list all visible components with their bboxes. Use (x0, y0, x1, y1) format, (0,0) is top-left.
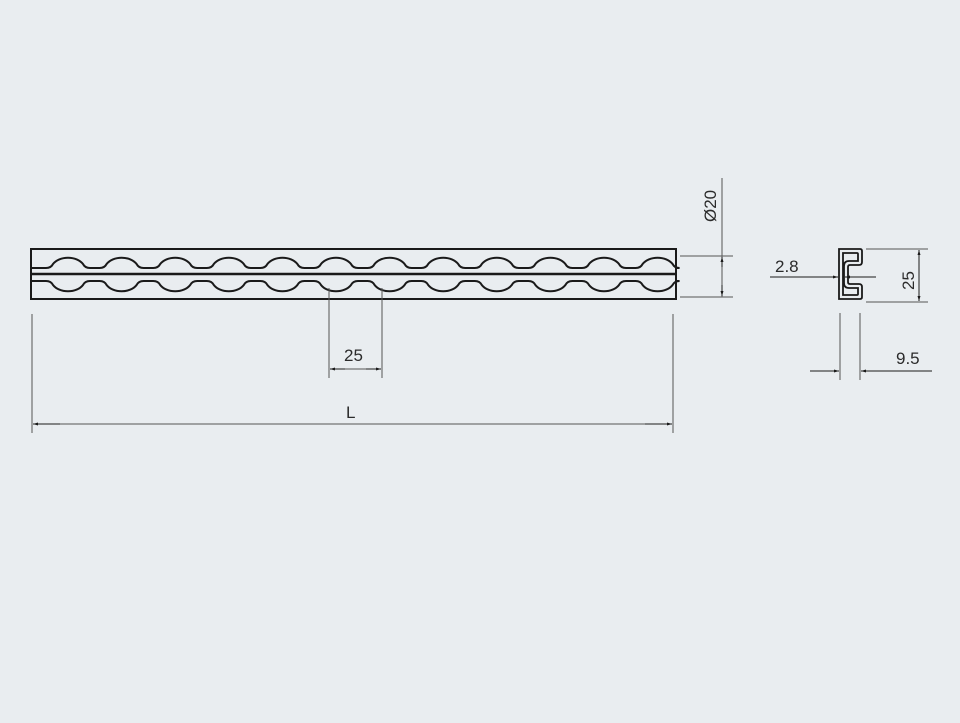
pitch-dimension (328, 288, 383, 378)
rail-front-view (30, 248, 680, 300)
c-profile-inner (842, 252, 859, 296)
lower-keyhole-profile (31, 280, 680, 293)
length-dimension (31, 314, 674, 433)
pitch-label: 25 (344, 346, 363, 365)
width-label: 9.5 (896, 349, 920, 368)
diameter-dimension (680, 178, 733, 298)
c-profile-outer (838, 248, 863, 300)
width-dimension (810, 313, 932, 380)
length-label: L (346, 403, 355, 422)
height-label: 25 (899, 271, 918, 290)
rail-side-profile (838, 248, 863, 300)
thickness-label: 2.8 (775, 257, 799, 276)
upper-keyhole-profile (31, 256, 680, 269)
diameter-label: Ø20 (701, 190, 720, 222)
height-dimension (866, 248, 928, 303)
